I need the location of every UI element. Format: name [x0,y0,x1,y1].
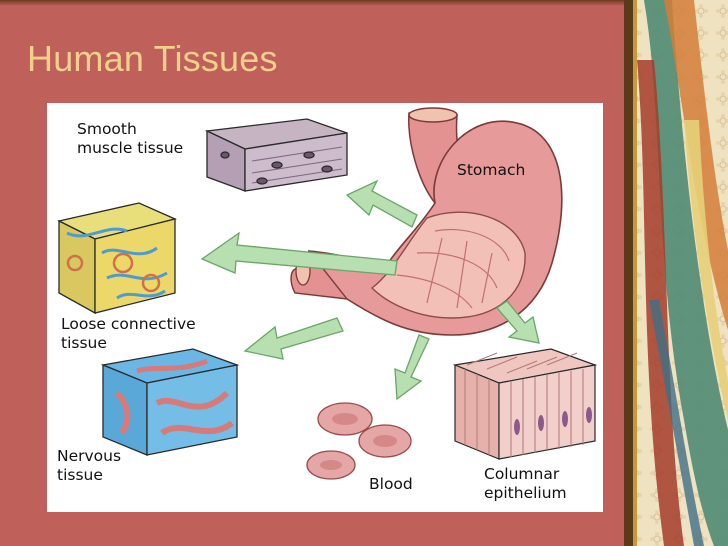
label-smooth-muscle: Smooth muscle tissue [77,120,184,157]
columnar-epithelium-block [452,348,598,460]
label-nervous: Nervous tissue [57,447,122,484]
smooth-muscle-block [204,118,348,192]
loose-connective-block [57,202,177,315]
stomach-organ [290,107,563,336]
tissue-illustration [57,107,598,480]
floral-pattern-graphic [624,0,728,546]
nervous-tissue-block [100,348,240,456]
label-blood: Blood [369,475,413,493]
top-border-strip [0,0,628,6]
label-columnar: Columnar epithelium [484,465,567,502]
slide-title: Human Tissues [27,38,278,79]
tissue-diagram: Smooth muscle tissue Stomach Loose conne… [47,103,603,512]
label-loose-connective: Loose connective tissue [61,315,196,352]
decorative-side-panel [624,0,728,546]
arrows-group [200,179,540,401]
blood-cells [306,402,412,480]
label-stomach: Stomach [457,161,526,179]
